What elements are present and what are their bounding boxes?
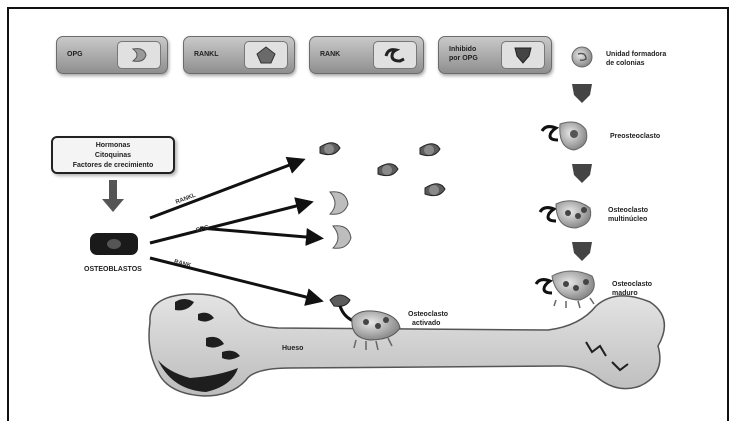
legend-rankl: RANKL — [183, 36, 295, 74]
rankl-molecule — [377, 163, 399, 177]
preosteoclast-label: Preosteoclasto — [610, 133, 661, 140]
multinuclear-osteoclast-label: Osteoclasto multinúcleo — [608, 206, 648, 224]
bone-label: Hueso — [282, 345, 304, 352]
inputs-hormones: Hormonas — [95, 142, 131, 149]
legend-opg-label: OPG — [67, 51, 83, 58]
bone-lesion — [585, 341, 607, 357]
bone-lesion — [198, 312, 214, 322]
inputs-cytokines: Citoquinas — [94, 152, 132, 159]
cfu-line1: Unidad formadora — [606, 51, 667, 58]
down-arrow-to-osteoblast — [102, 180, 124, 212]
mature-line1: Osteoclasto — [612, 281, 653, 288]
bone-illustration — [148, 293, 666, 397]
colony-forming-unit-cell — [571, 46, 593, 68]
activated-osteoclast-label: Osteoclasto activado — [408, 310, 448, 328]
bone-lesion — [611, 361, 629, 372]
rankl-icon — [244, 41, 288, 69]
cfu-line2: de colonias — [606, 60, 645, 67]
inputs-box: Hormonas Citoquinas Factores de crecimie… — [51, 136, 175, 174]
legend-rank: RANK — [309, 36, 424, 74]
bone-lesion — [206, 336, 224, 348]
multinuclear-line1: Osteoclasto — [608, 207, 649, 214]
bone-lesion — [175, 299, 194, 311]
rankl-molecule — [424, 183, 446, 197]
inhibited-step-arrow — [572, 242, 592, 261]
arrow-to-opg-2 — [199, 226, 324, 246]
activated-osteoclast — [329, 294, 401, 351]
rank-icon — [373, 41, 417, 69]
legend-rank-label: RANK — [320, 51, 341, 58]
rankl-molecule — [319, 142, 341, 156]
inhibited-step-arrow — [572, 164, 592, 183]
legend-inhibited-label: Inhibido por OPG — [449, 45, 478, 81]
figure-frame — [7, 7, 729, 421]
preosteoclast-cell — [540, 121, 588, 151]
arrow-to-rankl — [149, 156, 306, 220]
legend-inhibited-line2: por OPG — [449, 55, 478, 62]
opg-icon — [117, 41, 161, 69]
rankl-molecule — [419, 143, 441, 157]
inputs-growth-factors: Factores de crecimiento — [72, 162, 154, 169]
opg-molecule — [331, 225, 352, 249]
mature-osteoclast-label: Osteoclasto maduro — [612, 280, 652, 298]
legend-opg: OPG — [56, 36, 168, 74]
arrow-to-opg-1 — [149, 197, 314, 245]
opg-molecule — [328, 191, 349, 215]
osteoblast-label: OSTEOBLASTOS — [84, 266, 142, 273]
legend-rankl-label: RANKL — [194, 51, 219, 58]
legend-inhibited-by-opg: Inhibido por OPG — [438, 36, 552, 74]
osteoblast-cell — [90, 233, 138, 255]
activated-osteoclast-line2: activado — [412, 320, 441, 327]
legend-inhibited-line1: Inhibido — [449, 46, 477, 53]
arrow-to-rank — [149, 256, 324, 306]
inhibited-step-arrow — [572, 84, 592, 103]
multinuclear-line2: multinúcleo — [608, 216, 648, 223]
multinuclear-osteoclast-cell — [538, 200, 592, 229]
mature-line2: maduro — [612, 290, 638, 297]
mature-osteoclast-cell — [534, 270, 595, 309]
bone-lesion — [158, 360, 238, 392]
colony-forming-unit-label: Unidad formadora de colonias — [606, 50, 666, 68]
activated-osteoclast-line1: Osteoclasto — [408, 311, 449, 318]
inhibited-by-opg-icon — [501, 41, 545, 69]
bone-lesion — [222, 350, 240, 360]
